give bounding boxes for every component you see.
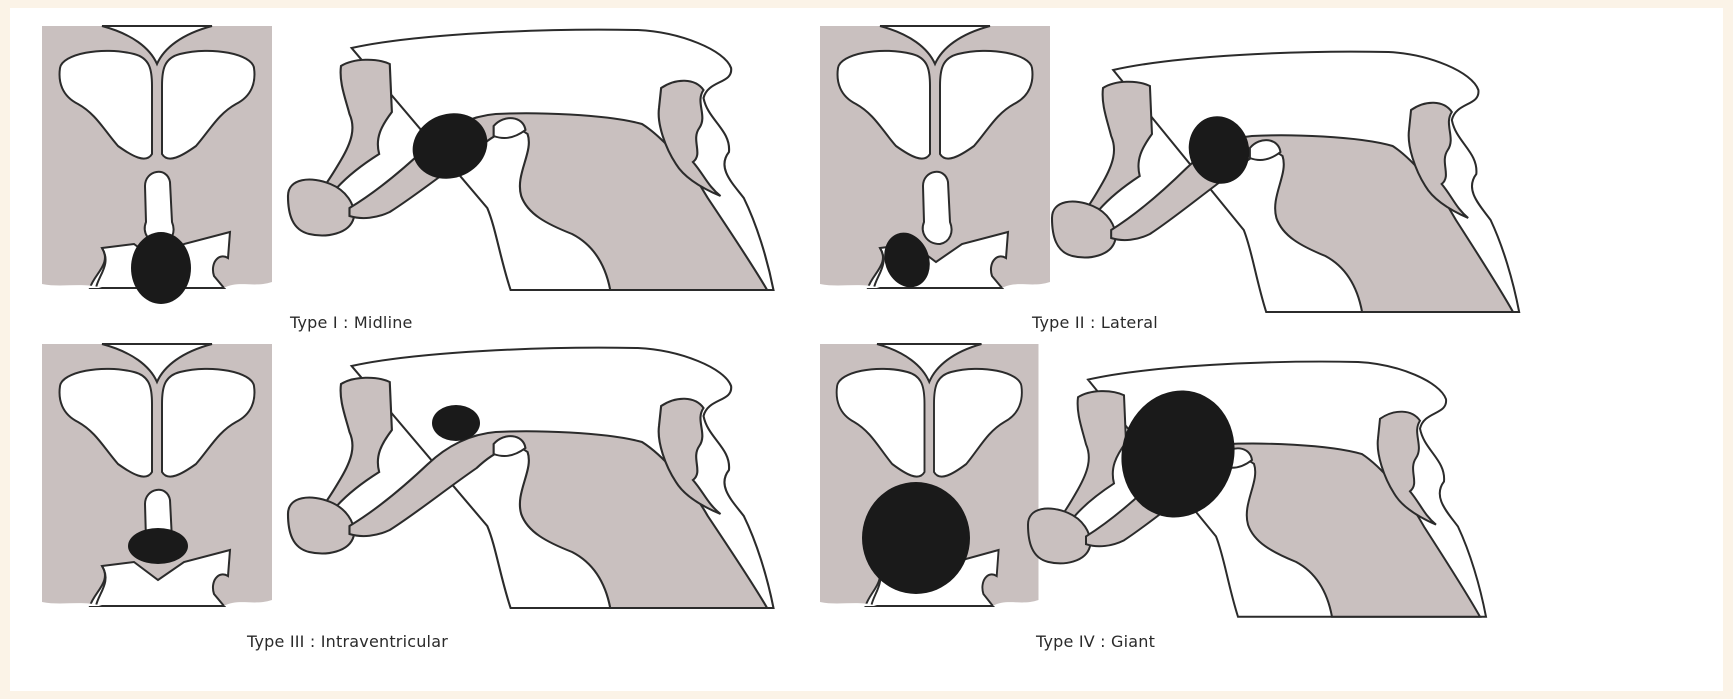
type-4-coronal-mass [862,482,970,594]
type-3-coronal-section [42,344,272,606]
type-2-coronal-section [820,26,1050,288]
caption-type-1: Type I : Midline [290,313,413,332]
panel-type-4 [820,344,1486,617]
type-4-sagittal-section [1028,362,1486,617]
caption-type-2: Type II : Lateral [1032,313,1158,332]
caption-type-4: Type IV : Giant [1036,632,1155,651]
panel-type-2 [820,26,1519,312]
type-1-sagittal-section [288,30,773,290]
caption-type-3: Type III : Intraventricular [247,632,448,651]
type-3-sagittal-section [288,348,773,608]
type-2-sagittal-section [1052,52,1519,312]
panel-type-3 [42,344,773,608]
type-3-coronal-mass [128,528,188,564]
type-3-sagittal-mass [432,405,480,441]
panel-type-1 [42,26,773,304]
type-1-coronal-mass [131,232,191,304]
